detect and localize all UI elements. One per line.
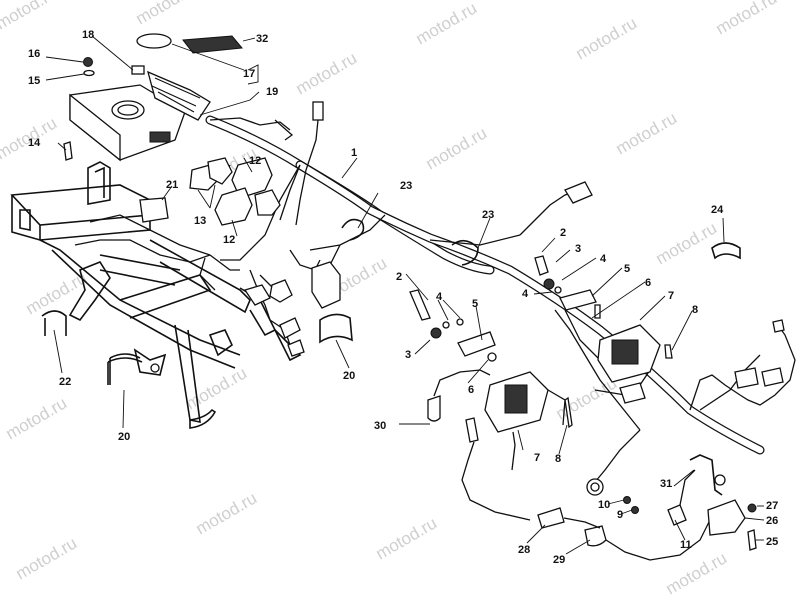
callout-11: 11 [680,539,692,551]
callout-7b: 7 [534,452,540,464]
callout-30: 30 [374,420,386,432]
watermark: motod.ru [3,393,71,443]
callout-1: 1 [351,147,357,159]
callout-24: 24 [711,204,724,216]
callout-20: 20 [343,370,355,382]
callout-26: 26 [766,515,778,527]
callout-2b: 2 [396,271,402,283]
callout-31: 31 [660,478,672,490]
callout-25: 25 [766,536,778,548]
callout-9: 9 [617,509,623,521]
callout-23: 23 [400,180,412,192]
relays [139,157,281,226]
watermark: motod.ru [423,123,491,173]
callout-8: 8 [692,304,698,316]
watermark: motod.ru [13,533,81,583]
callout-19: 19 [266,86,278,98]
watermark: motod.ru [293,48,361,98]
callout-14: 14 [28,137,41,149]
callout-32: 32 [256,33,268,45]
callout-21: 21 [166,179,178,191]
callout-4b: 4 [522,288,529,300]
watermark: motod.ru [413,0,481,48]
callout-29: 29 [553,554,565,566]
small-hardware [63,57,145,161]
watermark: motod.ru [0,0,60,33]
watermark: motod.ru [653,218,721,268]
callout-28: 28 [518,544,530,556]
watermark: motod.ru [133,0,201,28]
watermark: motod.ru [373,513,441,563]
watermark: motod.ru [193,488,261,538]
callout-6b: 6 [468,384,474,396]
center-connectors [243,261,341,357]
callout-18: 18 [82,29,94,41]
callout-15: 15 [28,75,40,87]
callout-7: 7 [668,290,674,302]
callout-5b: 5 [472,298,478,310]
callout-12: 12 [249,155,261,167]
watermark: motod.ru [573,13,641,63]
rear-connectors [564,181,785,404]
callout-12b: 12 [223,234,235,246]
callout-16: 16 [28,48,40,60]
part-callouts: 1 2 2 3 3 4 4 4 5 5 6 6 7 7 8 8 9 10 11 … [28,29,778,566]
callout-3b: 3 [405,349,411,361]
watermark: motod.ru [613,108,681,158]
callout-6: 6 [645,277,651,289]
cover-plate [136,33,243,54]
callout-3: 3 [575,243,581,255]
callout-2: 2 [560,227,566,239]
callout-20b: 20 [118,431,130,443]
sensors [427,369,757,561]
fuse-box [69,70,211,162]
harness-clips [41,218,741,385]
leader-lines [45,35,765,555]
watermark: motod.ru [713,0,781,38]
callout-27: 27 [766,500,778,512]
callout-4: 4 [600,253,607,265]
callout-23b: 23 [482,209,494,221]
callout-17: 17 [243,68,255,80]
callout-5: 5 [624,263,630,275]
callout-8b: 8 [555,453,561,465]
callout-13: 13 [194,215,206,227]
callout-4c: 4 [436,291,443,303]
callout-10: 10 [598,499,610,511]
callout-22: 22 [59,376,71,388]
